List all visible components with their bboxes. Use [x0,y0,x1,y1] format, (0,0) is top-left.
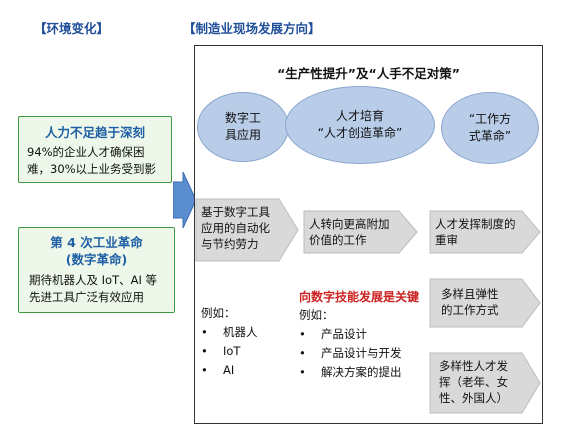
labor-shortage-title: 人力不足趋于深刻 [44,125,145,140]
labor-shortage-line1: 94%的企业人才确保困 [27,145,145,159]
list-item: • 产品设计与开发 [299,344,402,363]
list-item-text: 机器人 [223,325,258,339]
list-item: • 产品设计 [299,325,402,344]
list-item: • 解决方案的提出 [299,363,402,382]
col1-examples-heading: 例如： [201,306,236,320]
digital-revolution-subtitle: (数字革命) [65,252,128,267]
labor-shortage-line2: 难，30%以上业务受到影 [27,162,157,176]
list-item-text: IoT [223,344,241,358]
industrial-revolution-title: 第 4 次工业革命 [50,235,143,250]
list-item-text: 解决方案的提出 [321,365,402,379]
labor-shortage-box: 人力不足趋于深刻 94%的企业人才确保困 难，30%以上业务受到影 [18,116,172,183]
diverse-talent-text: 多样性人才发 挥（老年、女 性、外国人） [439,358,508,406]
arrow-high-value-text: 人转向更高附加 价值的工作 [309,216,390,248]
bullet-icon: • [299,346,306,360]
ellipse-work-style: “工作方 式革命” [441,92,539,164]
bullet-icon: • [201,344,208,358]
arrow-automation-line2: 应用的自动化 [201,221,270,235]
ellipse-digital-tools-line2: 具应用 [224,128,261,142]
ellipse-digital-tools: 数字工 具应用 [197,92,289,162]
right-header: 【制造业现场发展方向】 [183,21,321,36]
arrow-shape-flexible-work [429,278,541,328]
arrow-shape-diverse-talent [429,352,541,414]
ellipse-talent-line1: 人才培育 [335,109,384,123]
diverse-talent-line3: 性、外国人） [439,391,508,405]
diverse-talent-line1: 多样性人才发 [439,359,508,373]
flexible-work-line2: 的工作方式 [441,303,499,317]
bullet-icon: • [299,327,306,341]
industrial-revolution-box: 第 4 次工业革命 (数字革命) 期待机器人及 IoT、AI 等 先进工具广泛有… [18,227,175,313]
col1-examples: 例如： • 机器人 • IoT • AI [201,304,258,380]
digital-skill-note: 向数字技能发展是关键 [299,290,420,304]
arrow-automation-line3: 与节约劳力 [201,237,259,251]
arrow-shape-automation [195,198,299,262]
arrow-high-value-line2: 价值的工作 [309,233,367,247]
bullet-icon: • [299,365,306,379]
ellipse-work-style-line2: 式革命” [468,129,512,143]
ellipse-digital-tools-line1: 数字工 [224,111,261,125]
list-item: • AI [201,361,258,380]
arrow-automation-text: 基于数字工具 应用的自动化 与节约劳力 [201,204,270,252]
ellipse-work-style-line1: “工作方 [468,112,512,126]
transition-arrow-icon [173,172,197,228]
flexible-work-text: 多样且弹性 的工作方式 [441,286,499,318]
arrow-system-review-line1: 人才发挥制度的 [435,217,516,231]
list-item-text: 产品设计与开发 [321,346,402,360]
bullet-icon: • [201,325,208,339]
ellipse-talent-cultivation: 人才培育 “人才创造革命” [285,86,435,164]
list-item-text: 产品设计 [321,327,367,341]
arrow-shape-system-review [429,210,541,254]
arrow-high-value-line1: 人转向更高附加 [309,217,390,231]
arrow-automation-line1: 基于数字工具 [201,205,270,219]
flexible-work-line1: 多样且弹性 [441,287,499,301]
arrow-shape-high-value [303,210,418,254]
industrial-revolution-line2: 先进工具广泛有效应用 [29,290,144,304]
direction-panel: “生产性提升”及“人手不足对策” 数字工 具应用 人才培育 “人才创造革命” “… [194,45,543,424]
diverse-talent-line2: 挥（老年、女 [439,375,508,389]
left-header: 【环境变化】 [34,21,110,36]
arrow-system-review-text: 人才发挥制度的 重审 [435,216,516,248]
panel-title: “生产性提升”及“人手不足对策” [277,66,460,81]
industrial-revolution-line1: 期待机器人及 IoT、AI 等 [29,273,158,287]
bullet-icon: • [201,363,208,377]
arrow-system-review-line2: 重审 [435,233,458,247]
list-item-text: AI [223,363,235,377]
list-item: • IoT [201,342,258,361]
list-item: • 机器人 [201,323,258,342]
ellipse-talent-line2: “人才创造革命” [317,126,403,140]
col2-examples: 例如： • 产品设计 • 产品设计与开发 • 解决方案的提出 [299,306,402,382]
col2-examples-heading: 例如： [299,308,334,322]
